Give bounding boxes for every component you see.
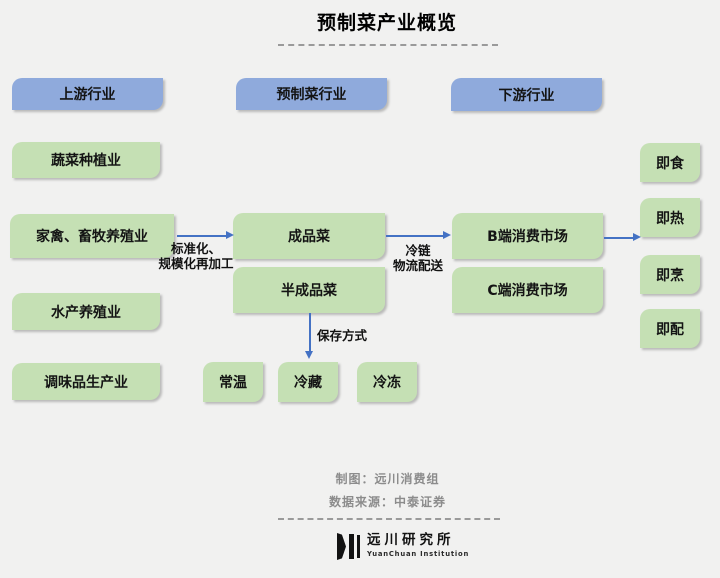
label-processing: 标准化、 规模化再加工 [139, 241, 253, 271]
label-storage: 保存方式 [317, 328, 368, 343]
arrow-head-icon [633, 233, 641, 241]
node-seasoning: 调味品生产业 [12, 363, 160, 400]
logo-text: 远川研究所 [367, 532, 455, 548]
logo-subtext: YuanChuan Institution [367, 550, 470, 558]
arrow-shaft [177, 235, 229, 237]
header-upstream: 上游行业 [12, 78, 163, 110]
footer-divider [278, 518, 500, 520]
label-processing-line1: 标准化、 [170, 241, 221, 256]
node-refrigerated: 冷藏 [278, 362, 338, 402]
title-divider [278, 44, 498, 46]
node-ready-to-cook: 即烹 [640, 255, 700, 294]
node-vegetable-planting: 蔬菜种植业 [12, 142, 160, 178]
logo-text-column: 远川研究所 YuanChuan Institution [367, 532, 469, 558]
node-frozen: 冷冻 [357, 362, 417, 402]
logo: 远川研究所 YuanChuan Institution [337, 532, 469, 560]
arrow-head-icon [226, 231, 234, 239]
header-prepared: 预制菜行业 [236, 78, 387, 110]
node-semi-finished-dish: 半成品菜 [233, 267, 385, 313]
arrow-head-icon [443, 231, 451, 239]
label-logistics-line2: 物流配送 [392, 258, 443, 273]
page-title: 预制菜产业概览 [316, 12, 458, 34]
label-logistics-line1: 冷链 [405, 243, 431, 258]
footer-source: 数据来源：中泰证券 [328, 495, 446, 509]
arrow-upstream-to-prepared [177, 231, 234, 240]
arrow-head-icon [305, 351, 313, 359]
arrow-shaft [309, 313, 311, 354]
header-downstream: 下游行业 [451, 78, 602, 111]
arrow-prepared-to-market [386, 231, 451, 240]
node-b2c-market: C端消费市场 [452, 267, 603, 313]
arrow-shaft [604, 237, 636, 239]
arrow-shaft [386, 235, 446, 237]
arrow-market-to-types [604, 233, 641, 242]
node-b2b-market: B端消费市场 [452, 213, 603, 259]
node-ready-to-eat: 即食 [640, 143, 700, 182]
node-ready-to-heat: 即热 [640, 198, 700, 237]
node-ready-to-assemble: 即配 [640, 309, 700, 348]
node-poultry-livestock: 家禽、畜牧养殖业 [10, 214, 174, 258]
label-processing-line2: 规模化再加工 [158, 256, 234, 271]
node-room-temp: 常温 [203, 362, 263, 402]
footer-credit: 制图：远川消费组 [335, 472, 440, 486]
label-logistics: 冷链 物流配送 [383, 243, 453, 273]
logo-bars-icon [337, 533, 360, 560]
node-finished-dish: 成品菜 [233, 213, 385, 259]
node-aquaculture: 水产养殖业 [12, 293, 160, 330]
arrow-semi-to-storage [305, 313, 314, 359]
